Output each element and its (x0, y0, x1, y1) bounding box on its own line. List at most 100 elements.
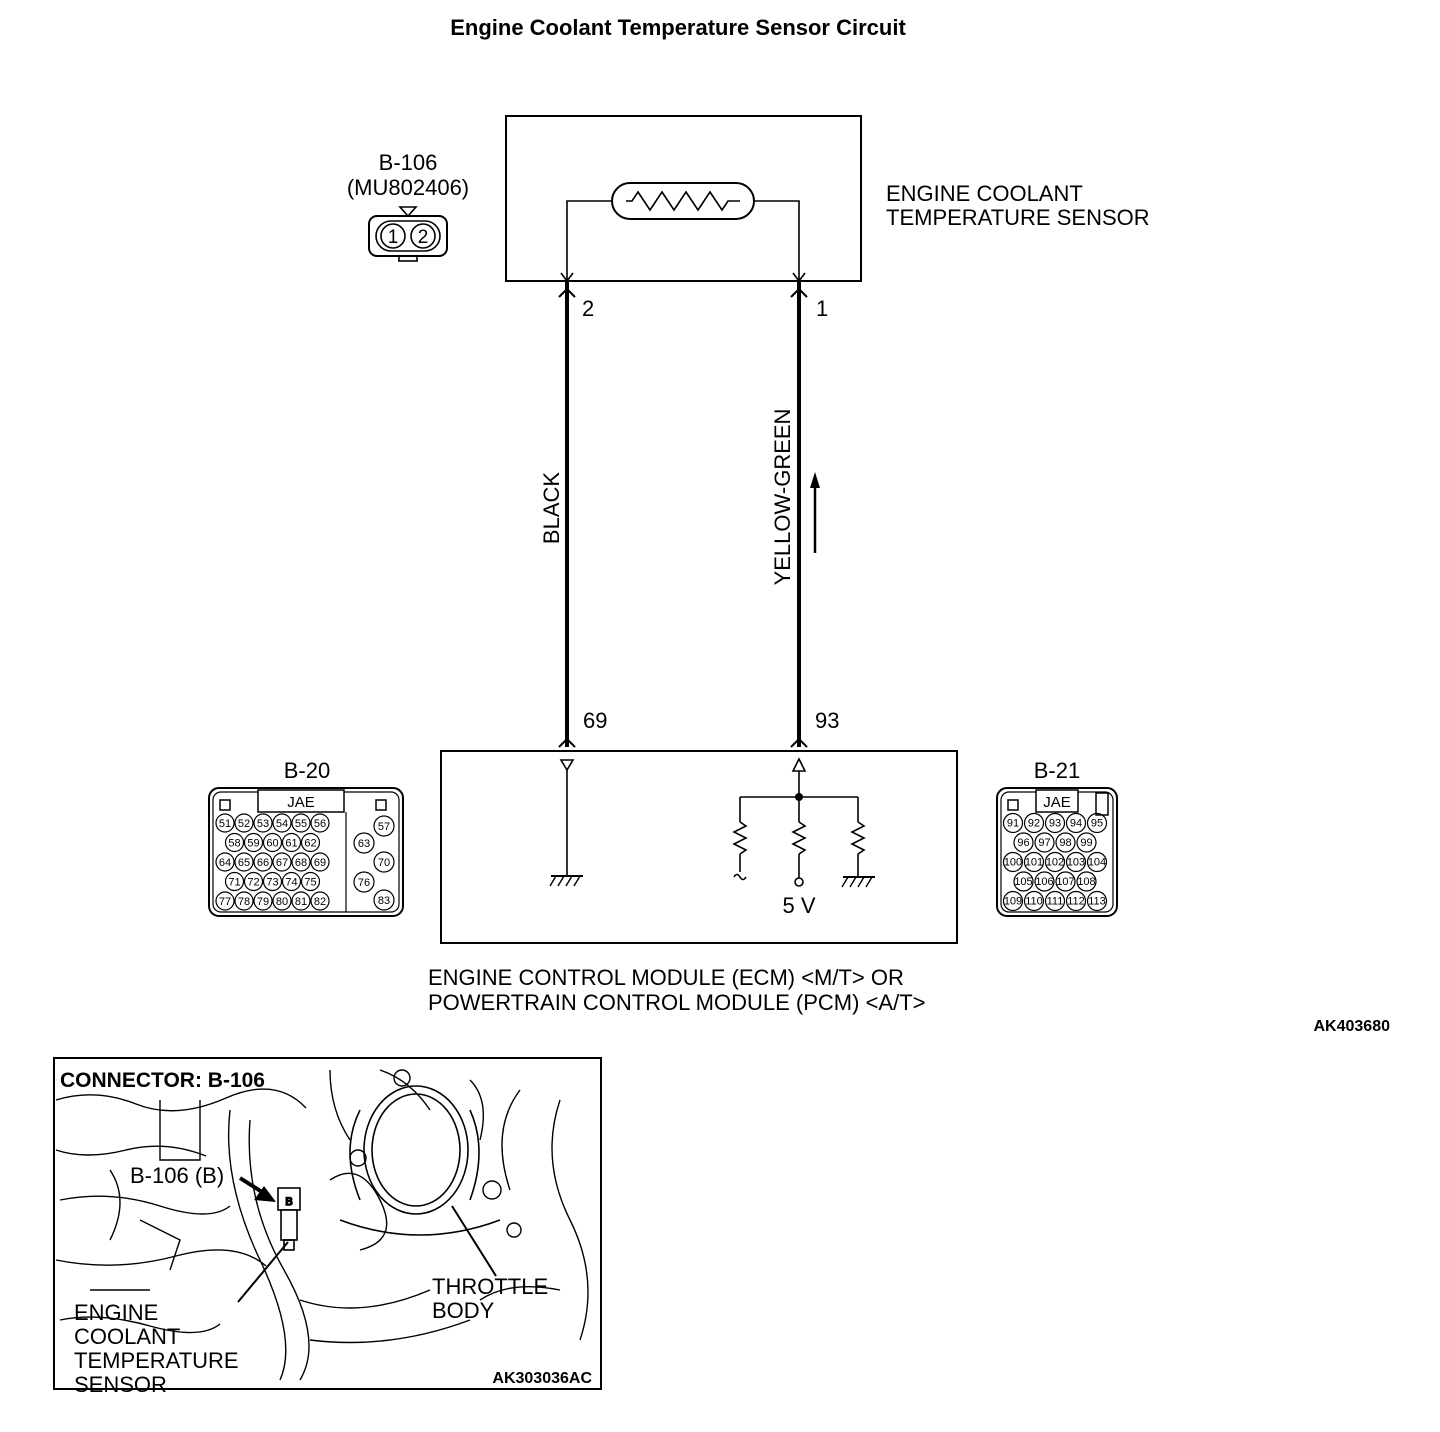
connector-b20-pin-52: 52 (238, 818, 250, 830)
connector-b20-pin-68: 68 (295, 857, 307, 869)
connector-b20-pin-83-circle (373, 889, 395, 911)
connector-b21-pin-101: 101 (1025, 857, 1043, 869)
connector-b20-pin-60: 60 (266, 837, 278, 849)
connector-b21-pin-95: 95 (1091, 818, 1103, 830)
connector-b21-pin-113-circle (1086, 890, 1108, 912)
diagram-title: Engine Coolant Temperature Sensor Circui… (450, 15, 906, 40)
connector-b20-pin-78: 78 (238, 896, 250, 908)
connector-b21-pin-109-circle (1002, 890, 1024, 912)
connector-b20-pin-72: 72 (247, 876, 259, 888)
connector-b21-pin-108-circle (1076, 871, 1097, 892)
sensor-label-line2: TEMPERATURE SENSOR (886, 205, 1150, 230)
connector-b21-pin-91: 91 (1007, 818, 1019, 830)
connector-b20-pin-69-circle (310, 852, 330, 872)
connector-b20-pin-56-circle (310, 813, 330, 833)
wire-connection-marks (558, 287, 808, 748)
sensor-connector-pin-2: 2 (418, 227, 429, 248)
connector-b20-pin-62: 62 (304, 837, 316, 849)
connector-b21-pin-93-circle (1044, 812, 1066, 834)
connector-b21-pin-110-circle (1023, 890, 1045, 912)
inset-callout-sensor-line3: TEMPERATURE (74, 1348, 239, 1373)
connector-b20-pin-82: 82 (314, 896, 326, 908)
connector-b20-pin-70-circle (373, 851, 395, 873)
connector-b20-pin-82-circle (310, 891, 330, 911)
connector-b21-pin-110: 110 (1025, 896, 1043, 908)
connector-b20-pin-75: 75 (304, 876, 316, 888)
connector-b20-pin-58: 58 (228, 837, 240, 849)
connector-b21-pin-107: 107 (1056, 876, 1074, 888)
connector-b21-pin-112-circle (1065, 890, 1087, 912)
wire-yellow-green-label: YELLOW-GREEN (770, 409, 795, 586)
connector-b21-pin-99: 99 (1080, 837, 1092, 849)
inset-title: CONNECTOR: B-106 (60, 1069, 265, 1092)
inset-callout-connector: B-106 (B) (130, 1163, 224, 1188)
connector-b21-pin-113: 113 (1088, 896, 1106, 908)
ecm-label-line1: ENGINE CONTROL MODULE (ECM) <M/T> OR (428, 965, 904, 990)
thermistor-symbol (611, 182, 755, 220)
connector-b21-pin-109: 109 (1004, 896, 1022, 908)
connector-b21-pin-92: 92 (1028, 818, 1040, 830)
sensor-pin-2-label: 2 (582, 296, 594, 321)
connector-b20-pin-67: 67 (276, 857, 288, 869)
connector-b20-pin-66-circle (253, 852, 273, 872)
connector-b20-pin-52-circle (234, 813, 254, 833)
connector-b20-pin-59: 59 (247, 837, 259, 849)
inset-callout-throttle-line1: THROTTLE (432, 1274, 548, 1299)
connector-b20-pin-79: 79 (257, 896, 269, 908)
connector-b20-pin-73: 73 (266, 876, 278, 888)
inset-callout-sensor-line2: COOLANT (74, 1324, 180, 1349)
connector-b20-pin-53: 53 (257, 818, 269, 830)
connector-b20-pin-67-circle (272, 852, 292, 872)
connector-b21-pin-99-circle (1076, 832, 1097, 853)
connector-b20-pin-64: 64 (219, 857, 231, 869)
sensor-box (505, 115, 862, 282)
connector-b20-pin-79-circle (253, 891, 273, 911)
throttle-body-illustration (339, 1085, 501, 1236)
connector-b21-pin-94-circle (1065, 812, 1087, 834)
inset-callout-sensor-line4: SENSOR (74, 1372, 167, 1397)
ecm-voltage-label: 5 V (782, 893, 815, 918)
connector-b20-pin-80-circle (272, 891, 292, 911)
sensor-illustration: B (277, 1187, 301, 1251)
connector-b20-pin-56: 56 (314, 818, 326, 830)
ecm-pin-93-label: 93 (815, 708, 839, 733)
connector-b21-pin-97: 97 (1038, 837, 1050, 849)
connector-b21-pin-112: 112 (1067, 896, 1085, 908)
connector-b21-pin-106: 106 (1035, 876, 1053, 888)
connector-b20-pin-71-circle (224, 871, 245, 892)
connector-b20-pin-59-circle (243, 832, 264, 853)
sensor-connector-part-no: (MU802406) (347, 175, 469, 200)
connector-b20-pin-77: 77 (219, 896, 231, 908)
connector-b21-pin-96: 96 (1017, 837, 1029, 849)
sensor-label-line1: ENGINE COOLANT (886, 181, 1083, 206)
figure-code-top: AK403680 (1314, 1018, 1391, 1035)
connector-b21-pin-111: 111 (1047, 896, 1064, 908)
connector-b20-pin-51: 51 (219, 818, 231, 830)
ecm-label-line2: POWERTRAIN CONTROL MODULE (PCM) <A/T> (428, 990, 926, 1015)
connector-b21-pin-105-circle (1013, 871, 1034, 892)
wire-black-label: BLACK (539, 472, 564, 544)
connector-b21-pin-102-circle (1044, 851, 1066, 873)
engine-bay-illustration (55, 1069, 589, 1381)
connector-b20-pin-61-circle (281, 832, 302, 853)
connector-b20-pin-65-circle (234, 852, 254, 872)
connector-b20-pin-58-circle (224, 832, 245, 853)
connector-b21-pin-107-circle (1055, 871, 1076, 892)
connector-b21-pin-111-circle (1044, 890, 1066, 912)
inset-figure-code: AK303036AC (492, 1370, 592, 1387)
connector-b20-pin-83: 83 (378, 895, 390, 907)
connector-b21-pin-92-circle (1023, 812, 1045, 834)
connector-b20-pin-55: 55 (295, 818, 307, 830)
connector-b21-pin-104-circle (1086, 851, 1108, 873)
connector-b21-pin-94: 94 (1070, 818, 1082, 830)
connector-b20-pin-62-circle (300, 832, 321, 853)
ecm-box (440, 750, 958, 944)
connector-b20-pin-57: 57 (378, 821, 390, 833)
sensor-connector-pin-1: 1 (388, 227, 399, 248)
connector-b21-pin-101-circle (1023, 851, 1045, 873)
connector-b20-pin-65: 65 (238, 857, 250, 869)
